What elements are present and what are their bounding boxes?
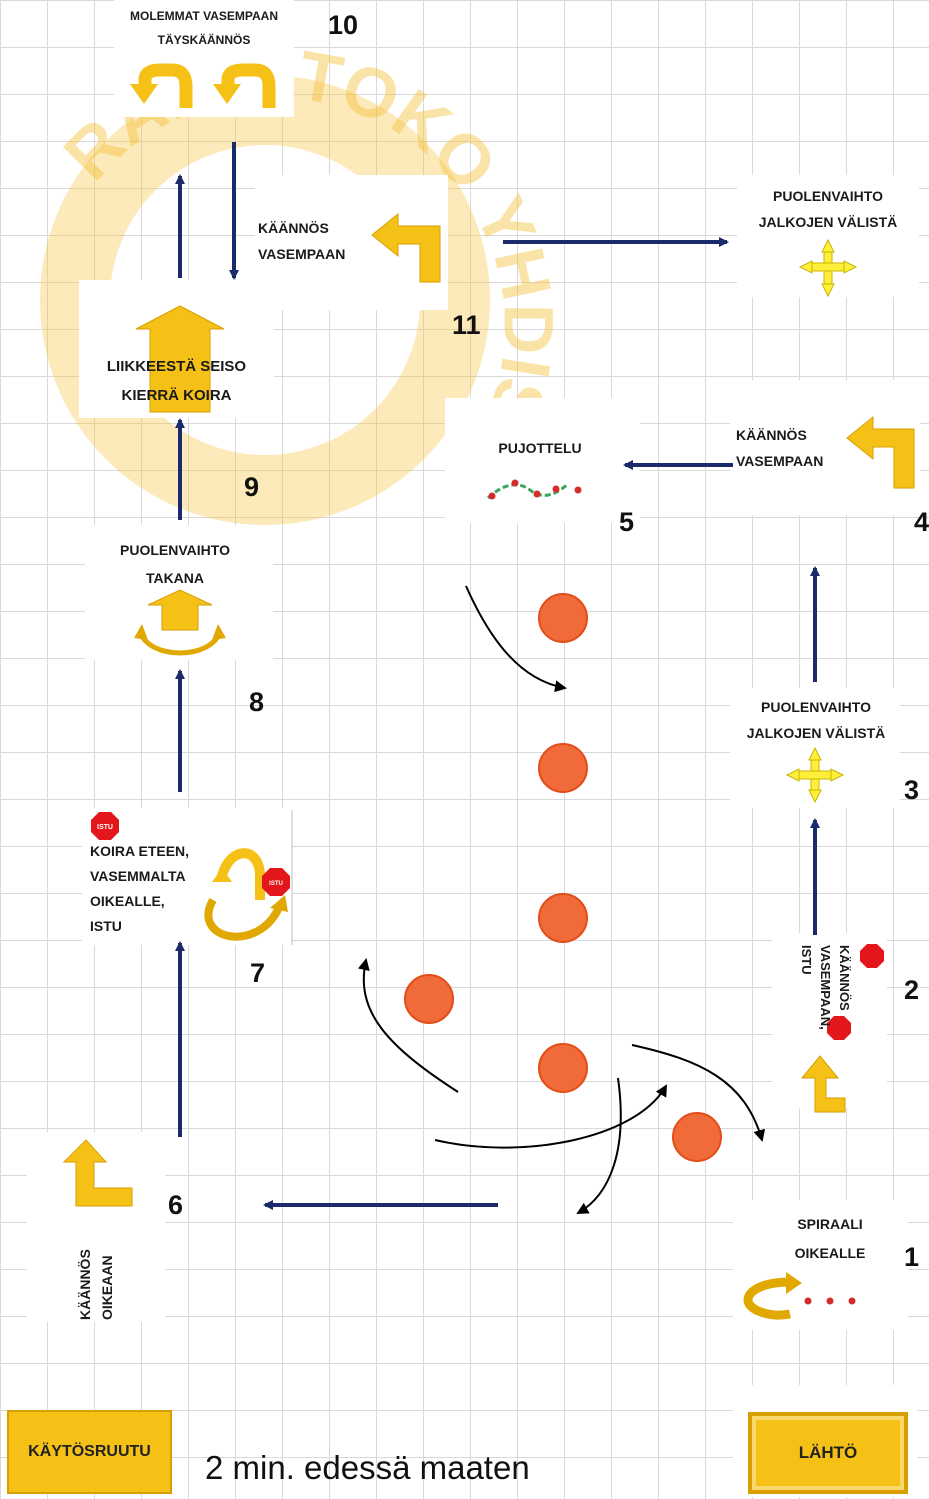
station-1-number: 1 bbox=[904, 1242, 920, 1272]
path-arrow bbox=[465, 585, 567, 693]
station-1-label: SPIRAALI OIKEALLE bbox=[794, 1216, 866, 1261]
behavior-box: KÄYTÖSRUUTU bbox=[7, 1410, 172, 1494]
station-2-number: 2 bbox=[904, 975, 920, 1005]
path-arrow bbox=[631, 1044, 766, 1142]
station-10-number: 10 bbox=[328, 10, 359, 40]
station-3-label: PUOLENVAIHTO JALKOJEN VÄLISTÄ bbox=[746, 699, 886, 741]
station-5-number: 5 bbox=[619, 507, 635, 537]
station-3-number: 3 bbox=[904, 775, 920, 805]
turn-left-icon bbox=[846, 415, 915, 489]
start-box: LÄHTÖ bbox=[748, 1412, 908, 1494]
circle-arrows-icon bbox=[204, 848, 288, 941]
cross-arrows-icon bbox=[785, 746, 845, 804]
stop-sign-icon: ISTU bbox=[91, 812, 119, 840]
path-arrow bbox=[357, 958, 459, 1093]
station-7-number: 7 bbox=[250, 958, 266, 988]
card-station-5 bbox=[445, 398, 640, 523]
station-4-label: KÄÄNNÖS VASEMPAAN bbox=[736, 427, 824, 469]
swap-behind-icon bbox=[134, 589, 226, 656]
spiral-right-icon bbox=[743, 1272, 856, 1320]
turn-right-icon bbox=[800, 1055, 846, 1113]
turn-right-icon bbox=[62, 1139, 133, 1207]
station-4-number: 4 bbox=[914, 507, 929, 537]
station-10-label: MOLEMMAT VASEMPAAN TÄYSKÄÄNNÖS bbox=[130, 9, 278, 47]
station-8-number: 8 bbox=[249, 687, 265, 717]
stop-sign-icon bbox=[827, 1016, 851, 1040]
u-turn-left-icon bbox=[213, 63, 276, 108]
caption: 2 min. edessä maaten bbox=[205, 1449, 530, 1486]
station-8-label: PUOLENVAIHTO TAKANA bbox=[120, 542, 230, 586]
station-6-label: KÄÄNNÖS OIKEAAN bbox=[77, 1249, 115, 1320]
path-arrow bbox=[576, 1077, 622, 1214]
cone bbox=[538, 593, 588, 643]
svg-text:ISTU: ISTU bbox=[269, 881, 283, 887]
station-11-label: KÄÄNNÖS VASEMPAAN bbox=[258, 220, 346, 262]
cross-arrows-icon bbox=[798, 238, 858, 298]
up-arrow-icon bbox=[135, 305, 225, 413]
cone bbox=[538, 893, 588, 943]
station-6-number: 6 bbox=[168, 1190, 184, 1220]
station-2-label: KÄÄNNÖS VASEMPAAN, ISTU bbox=[799, 945, 852, 1030]
cone bbox=[538, 743, 588, 793]
path-arrow bbox=[434, 1084, 667, 1149]
weave-icon bbox=[486, 479, 582, 500]
cone bbox=[538, 1043, 588, 1093]
station-12-label: PUOLENVAIHTO JALKOJEN VÄLISTÄ bbox=[758, 188, 898, 230]
stop-sign-icon bbox=[860, 944, 884, 968]
cone bbox=[404, 974, 454, 1024]
u-turn-left-icon bbox=[130, 63, 193, 108]
station-9-label: LIIKKEESTÄ SEISO KIERRÄ KOIRA bbox=[106, 358, 247, 404]
card-station-6 bbox=[27, 1132, 165, 1322]
station-5-label: PUJOTTELU bbox=[498, 440, 582, 456]
station-9-number: 9 bbox=[244, 472, 260, 502]
svg-text:ISTU: ISTU bbox=[97, 824, 113, 831]
station-7-label: KOIRA ETEEN, VASEMMALTA OIKEALLE, ISTU bbox=[90, 843, 190, 934]
cone bbox=[672, 1112, 722, 1162]
station-11-number: 11 bbox=[452, 310, 481, 340]
turn-left-icon bbox=[371, 212, 441, 283]
stop-sign-icon: ISTU bbox=[262, 868, 290, 896]
